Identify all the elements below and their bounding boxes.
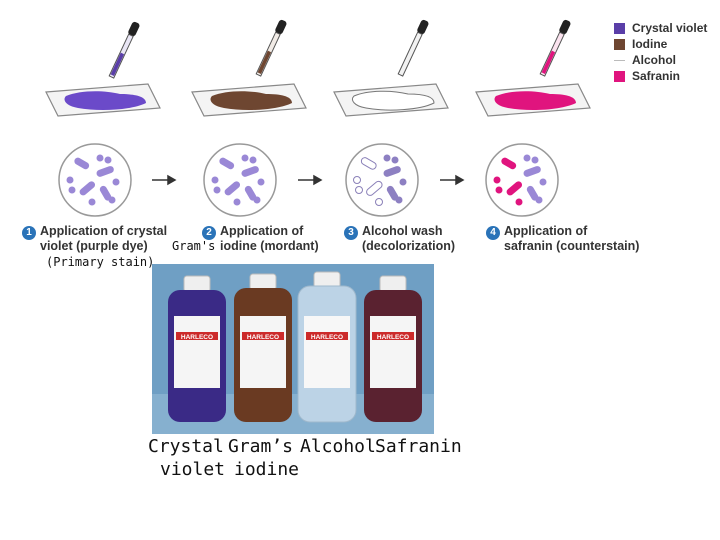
- step-line: iodine (mordant): [220, 239, 319, 253]
- dropper-icon: [397, 19, 429, 77]
- legend-swatch: [614, 38, 625, 50]
- bottle-alcohol: HARLECO: [297, 271, 357, 423]
- grams-annotation: Gram's: [172, 239, 216, 253]
- gram-stain-diagram: [45, 19, 591, 217]
- step-line: Application of: [220, 224, 304, 238]
- cells-iodine: [203, 143, 277, 217]
- bottle-brand: HARLECO: [181, 334, 213, 341]
- legend-label: Crystal violet: [632, 21, 708, 35]
- step-line: Application of: [504, 224, 588, 238]
- arrow-icon: [152, 174, 177, 186]
- step-line: violet (purple dye): [40, 239, 148, 253]
- step-3-label: Alcohol wash (decolorization): [362, 224, 455, 254]
- primary-stain-annotation: (Primary stain): [46, 255, 155, 269]
- cells-alcohol: [345, 143, 419, 217]
- step-number: 1: [22, 226, 36, 240]
- bottle-label-grams: Gram’s: [228, 436, 294, 457]
- legend-label: Safranin: [632, 69, 681, 83]
- step-line: Application of crystal: [40, 224, 168, 238]
- bottle-grams-iodine: HARLECO: [234, 273, 292, 422]
- legend-item-crystal-violet: Crystal violet: [614, 21, 707, 35]
- bottle-label-iodine: iodine: [234, 459, 300, 480]
- cells-crystal-violet: [58, 143, 132, 217]
- legend-label: Iodine: [632, 37, 668, 51]
- bottle-brand: HARLECO: [247, 334, 279, 341]
- bottles-photo: HARLECO HARLECO HARLECO HARLECO: [152, 264, 434, 434]
- step-4-label: Application of safranin (counterstain): [504, 224, 639, 254]
- step-1-label: Application of crystal violet (purple dy…: [40, 224, 167, 254]
- bottle-brand: HARLECO: [311, 334, 343, 341]
- arrow-icon: [440, 174, 465, 186]
- bottle-label-safranin: Safranin: [375, 436, 462, 457]
- bottle-label-crystal: Crystal: [148, 436, 224, 457]
- slide-crystal-violet: [45, 21, 161, 117]
- legend-item-iodine: Iodine: [614, 37, 667, 51]
- step-number: 4: [486, 226, 500, 240]
- bottle-brand: HARLECO: [377, 334, 409, 341]
- bottle-label-alcohol: Alcohol: [300, 436, 376, 457]
- step-line: safranin (counterstain): [504, 239, 640, 253]
- bottle-label-violet: violet: [160, 459, 226, 480]
- slide-safranin: [475, 19, 591, 117]
- dropper-icon: [108, 21, 140, 79]
- step-line: (decolorization): [362, 239, 456, 253]
- step-2-label: Application of iodine (mordant): [220, 224, 319, 254]
- cells-safranin: [485, 143, 559, 217]
- legend-swatch: [614, 22, 625, 34]
- legend-item-alcohol: Alcohol: [614, 53, 676, 67]
- step-line: Alcohol wash: [362, 224, 443, 238]
- legend-item-safranin: Safranin: [614, 69, 680, 83]
- slide-alcohol: [333, 19, 449, 117]
- legend-swatch: [614, 59, 625, 62]
- slide-iodine: [191, 19, 307, 117]
- step-number: 2: [202, 226, 216, 240]
- bottle-crystal-violet: HARLECO: [168, 275, 226, 422]
- legend-label: Alcohol: [632, 53, 676, 67]
- arrow-icon: [298, 174, 323, 186]
- legend-swatch: [614, 70, 625, 82]
- step-number: 3: [344, 226, 358, 240]
- dropper-icon: [255, 19, 287, 77]
- dropper-icon: [539, 19, 571, 77]
- bottle-safranin: HARLECO: [364, 275, 422, 422]
